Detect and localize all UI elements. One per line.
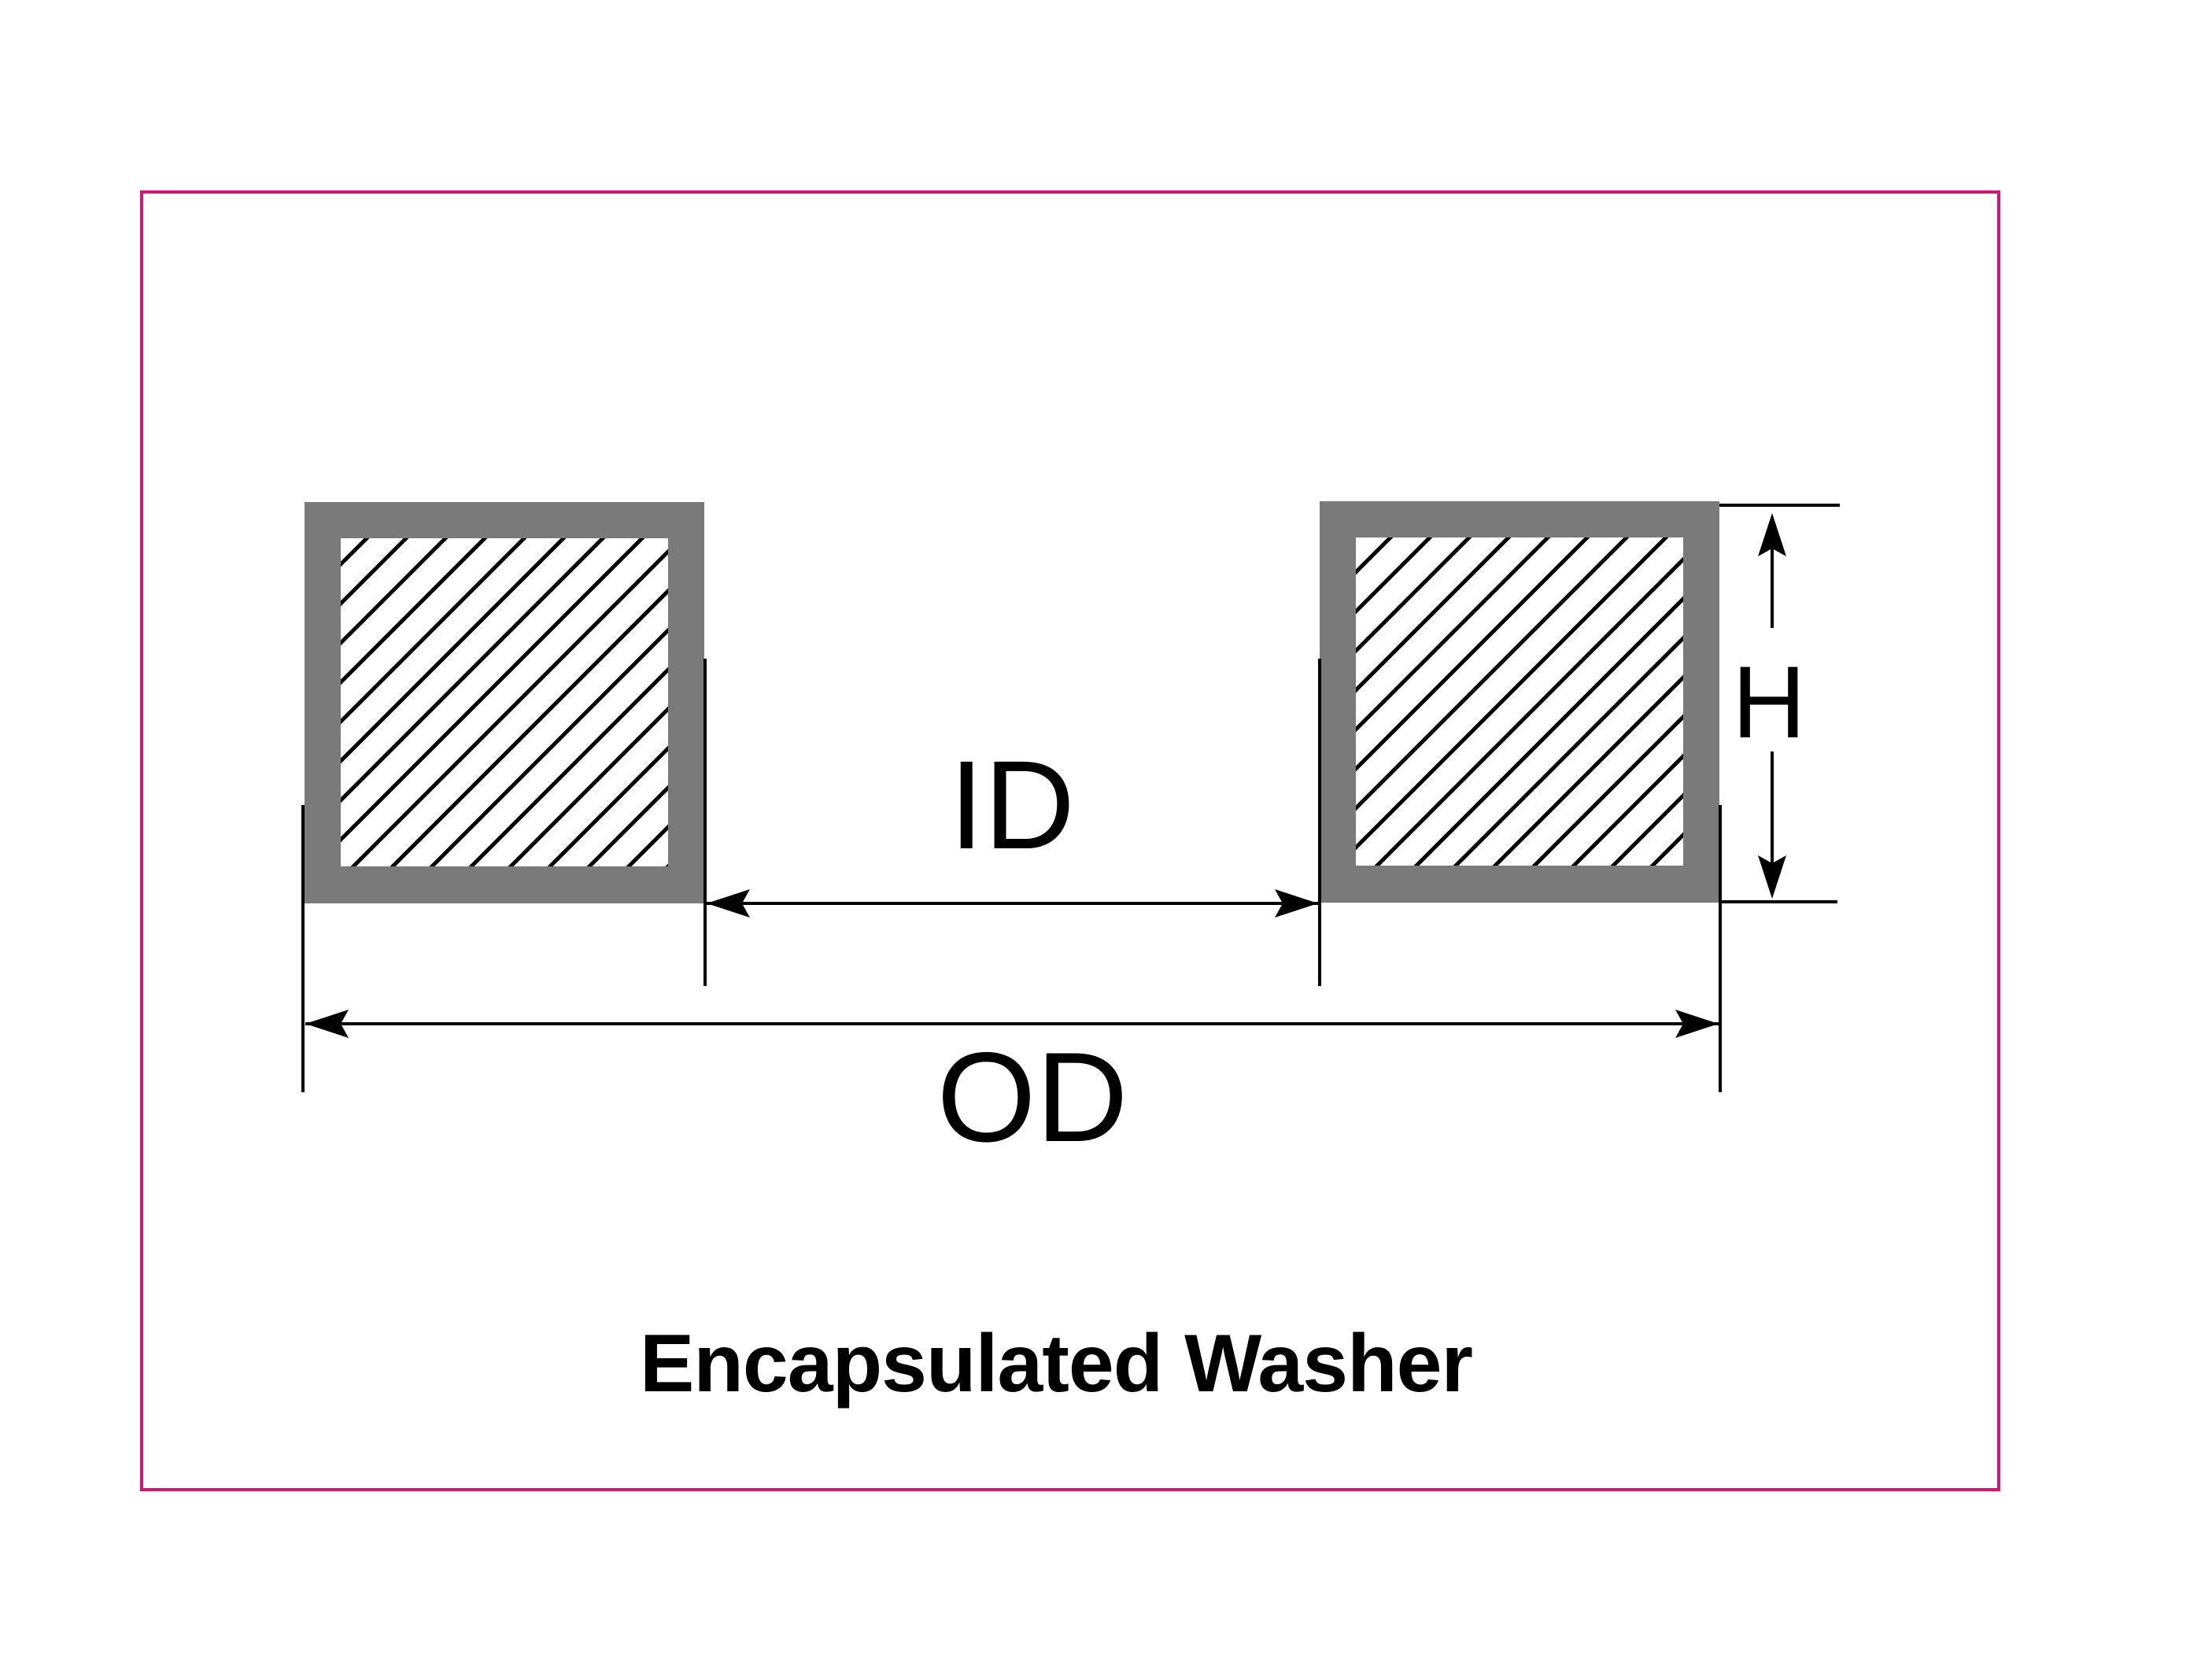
od-arrow-left-icon: [305, 1010, 349, 1038]
diagram-title: Encapsulated Washer: [640, 1318, 1472, 1409]
washer-cross-section-left: [305, 502, 704, 903]
boundary-frame: [140, 190, 2000, 1491]
id-arrow-left-icon: [707, 889, 750, 918]
id-label: ID: [949, 734, 1075, 875]
od-label: OD: [937, 1026, 1128, 1169]
id-arrow-right-icon: [1275, 889, 1318, 918]
hatch-fill-left: [341, 538, 668, 866]
od-dimension: OD: [301, 805, 1722, 1169]
h-dimension: H: [1719, 504, 1840, 903]
hatch-fill-right: [1356, 537, 1683, 866]
h-arrow-down-icon: [1758, 855, 1786, 899]
h-arrow-up-icon: [1758, 513, 1786, 556]
washer-cross-section-right: [1320, 501, 1719, 903]
id-dimension: ID: [703, 659, 1321, 986]
od-arrow-right-icon: [1675, 1010, 1719, 1038]
h-label: H: [1732, 644, 1806, 759]
